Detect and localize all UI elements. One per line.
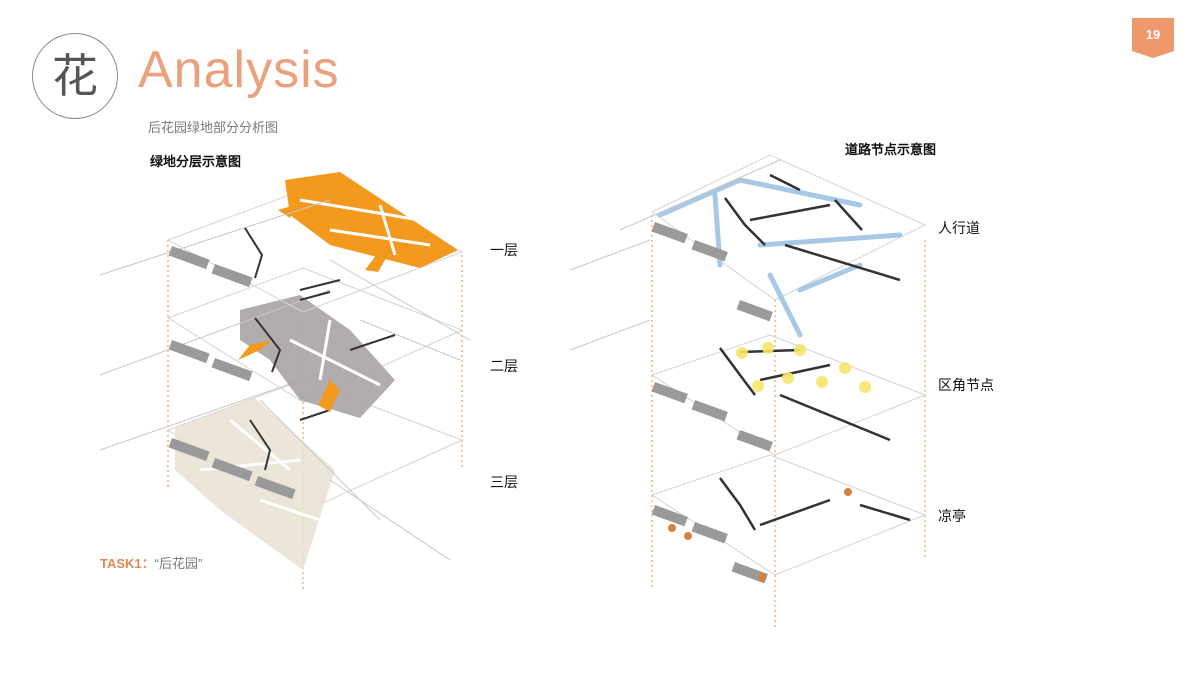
left-layer-2-arrow-b <box>318 380 340 412</box>
pavilion-marker <box>844 488 852 496</box>
corner-node-marker <box>762 342 774 354</box>
corner-node-marker <box>794 344 806 356</box>
left-layer-1 <box>99 172 471 341</box>
left-axon-diagram <box>99 172 471 590</box>
corner-node-marker <box>816 376 828 388</box>
corner-node-marker <box>782 372 794 384</box>
left-layer-2-arrow-a <box>238 340 272 360</box>
pavilion-marker <box>758 573 766 581</box>
page-number-badge: 19 <box>1132 18 1174 58</box>
right-diagram-heading: 道路节点示意图 <box>845 143 937 158</box>
right-layer-1 <box>569 154 927 351</box>
logo-circle: 花 <box>32 33 118 119</box>
task-caption: TASK1：“后花园” <box>100 553 202 572</box>
corner-node-marker <box>839 362 851 374</box>
left-layer-1-fill <box>285 172 458 268</box>
task-label: TASK1： <box>100 556 155 571</box>
right-layer-label-3: 凉亭 <box>938 509 966 525</box>
left-layer-1-arrow-a <box>278 205 295 218</box>
left-layer-label-2: 二层 <box>490 359 518 375</box>
left-layer-label-3: 三层 <box>490 475 518 491</box>
left-diagram-heading: 绿地分层示意图 <box>150 155 242 170</box>
left-layer-3 <box>99 369 464 570</box>
right-layer-label-1: 人行道 <box>938 221 980 237</box>
logo-character: 花 <box>52 49 98 103</box>
left-layer-1-arrow-b <box>365 250 388 272</box>
corner-node-marker <box>752 380 764 392</box>
page-subtitle: 后花园绿地部分分析图 <box>148 121 279 136</box>
page-title: Analysis <box>138 41 340 99</box>
right-layer-2 <box>650 334 927 456</box>
task-value: “后花园” <box>154 556 203 571</box>
pavilion-marker <box>684 532 692 540</box>
left-layer-2 <box>99 267 464 418</box>
right-axon-diagram <box>569 154 927 630</box>
pavilion-marker <box>668 524 676 532</box>
right-layer-label-2: 区角节点 <box>938 378 994 394</box>
corner-node-marker <box>859 381 871 393</box>
corner-node-marker <box>736 347 748 359</box>
page-number: 19 <box>1145 27 1161 42</box>
right-layer-3 <box>650 454 927 584</box>
left-layer-2-fill <box>240 295 395 418</box>
left-layer-3-fill <box>175 398 335 570</box>
left-layer-label-1: 一层 <box>490 243 518 259</box>
